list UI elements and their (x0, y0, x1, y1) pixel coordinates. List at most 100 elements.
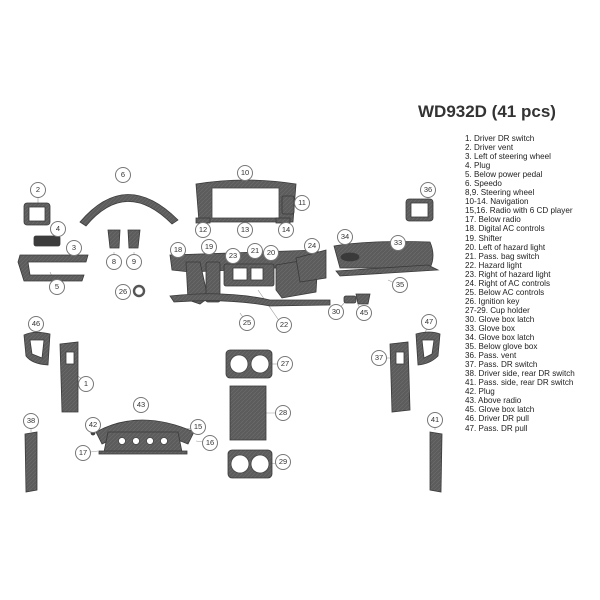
trim-pieces (17, 169, 443, 493)
callout-29: 29 (275, 454, 291, 470)
legend-item: 46. Driver DR pull (465, 414, 529, 424)
legend-item: 34. Glove box latch (465, 333, 535, 343)
legend-item: 43. Above radio (465, 396, 522, 406)
piece-below-radio (98, 450, 188, 455)
legend-item: 3. Left of steering wheel (465, 152, 551, 162)
callout-47: 47 (421, 314, 437, 330)
legend-item: 22. Hazard light (465, 260, 522, 270)
legend-item: 24. Right of AC controls (465, 278, 551, 288)
piece-below-glove-box (335, 264, 440, 277)
piece-glove-box-latch-45 (355, 293, 371, 305)
callout-19: 19 (201, 239, 217, 255)
piece-driver-dr-pull-cutout (29, 339, 45, 359)
callout-25: 25 (239, 315, 255, 331)
legend-item: 10-14. Navigation (465, 197, 529, 207)
callout-12: 12 (195, 222, 211, 238)
legend-item: 4. Plug (465, 161, 491, 171)
legend-item: 47. Pass. DR pull (465, 423, 528, 433)
legend-item: 23. Right of hazard light (465, 269, 551, 279)
legend-item: 35. Below glove box (465, 342, 538, 352)
callout-36: 36 (420, 182, 436, 198)
parts-legend: 1. Driver DR switch 2. Driver vent 3. Le… (465, 134, 597, 433)
callout-8: 8 (106, 254, 122, 270)
piece-pass-rear-dr-switch (429, 431, 443, 493)
callout-21: 21 (247, 243, 263, 259)
callout-20: 20 (263, 245, 279, 261)
piece-pass-dr-switch-cutout (395, 351, 405, 365)
callout-46: 46 (28, 316, 44, 332)
piece-shifter (205, 261, 221, 303)
callout-3: 3 (66, 240, 82, 256)
legend-item: 21. Pass. bag switch (465, 251, 540, 261)
piece-cup-holder-28 (229, 385, 267, 441)
piece-glove-box-latch-30 (343, 295, 357, 304)
callout-33: 33 (390, 235, 406, 251)
piece-pass-dr-switch (389, 341, 411, 413)
callout-14: 14 (278, 222, 294, 238)
callout-24: 24 (304, 238, 320, 254)
legend-item: 18. Digital AC controls (465, 224, 545, 234)
piece-pass-vent-cutout (410, 202, 429, 218)
callout-2: 2 (30, 182, 46, 198)
piece-navigation-right (281, 195, 295, 215)
piece-hazard-panel (223, 263, 275, 287)
piece-speedo (79, 194, 179, 227)
legend-item: 37. Pass. DR switch (465, 360, 538, 370)
kit-title: WD932D (41 pcs) (418, 102, 556, 121)
callout-28: 28 (275, 405, 291, 421)
legend-item: 1. Driver DR switch (465, 134, 535, 143)
piece-ignition-key (132, 284, 146, 298)
callout-22: 22 (276, 317, 292, 333)
piece-hazard-cutout-right (250, 267, 264, 281)
callout-34: 34 (337, 229, 353, 245)
callout-38: 38 (23, 413, 39, 429)
legend-item: 25. Below AC controls (465, 287, 545, 297)
legend-item: 41. Pass. side, rear DR switch (465, 378, 574, 388)
callout-17: 17 (75, 445, 91, 461)
callout-43: 43 (133, 397, 149, 413)
callout-30: 30 (328, 304, 344, 320)
callout-27: 27 (277, 356, 293, 372)
callout-4: 4 (50, 221, 66, 237)
callout-37: 37 (371, 350, 387, 366)
legend-item: 26. Ignition key (465, 296, 520, 306)
legend-item: 45. Glove box latch (465, 405, 535, 415)
callout-13: 13 (237, 222, 253, 238)
legend-item: 30. Glove box latch (465, 314, 535, 324)
callout-42: 42 (85, 417, 101, 433)
callout-41: 41 (427, 412, 443, 428)
piece-driver-dr-switch-cutout (65, 351, 75, 365)
legend-item: 17. Below radio (465, 215, 521, 225)
callout-6: 6 (115, 167, 131, 183)
piece-driver-rear-dr-switch (24, 431, 38, 493)
piece-steering-wheel-right (127, 229, 141, 249)
callout-26: 26 (115, 284, 131, 300)
piece-left-of-steering-wheel (17, 254, 89, 282)
legend-item: 42. Plug (465, 387, 495, 397)
callout-15: 15 (190, 419, 206, 435)
piece-glove-box (333, 241, 434, 269)
legend-item: 36. Pass. vent (465, 351, 517, 361)
piece-glove-box-latch (340, 252, 360, 262)
legend-item: 33. Glove box (465, 323, 515, 333)
piece-plug-left (33, 235, 61, 247)
callout-16: 16 (202, 435, 218, 451)
legend-item: 19. Shifter (465, 233, 502, 243)
legend-item: 15,16. Radio with 6 CD player (465, 206, 573, 216)
legend-item: 8,9. Steering wheel (465, 188, 535, 198)
callout-5: 5 (49, 279, 65, 295)
callout-23: 23 (225, 248, 241, 264)
callout-1: 1 (78, 376, 94, 392)
legend-item: 5. Below power pedal (465, 170, 543, 180)
legend-item: 20. Left of hazard light (465, 242, 546, 252)
piece-navigation-cutout (211, 187, 280, 219)
callout-11: 11 (294, 195, 310, 211)
piece-radio (103, 431, 183, 453)
piece-below-ac-controls (169, 293, 331, 307)
piece-hazard-cutout-left (232, 267, 248, 281)
legend-item: 2. Driver vent (465, 143, 514, 153)
callout-10: 10 (237, 165, 253, 181)
legend-item: 38. Driver side, rear DR switch (465, 369, 575, 379)
